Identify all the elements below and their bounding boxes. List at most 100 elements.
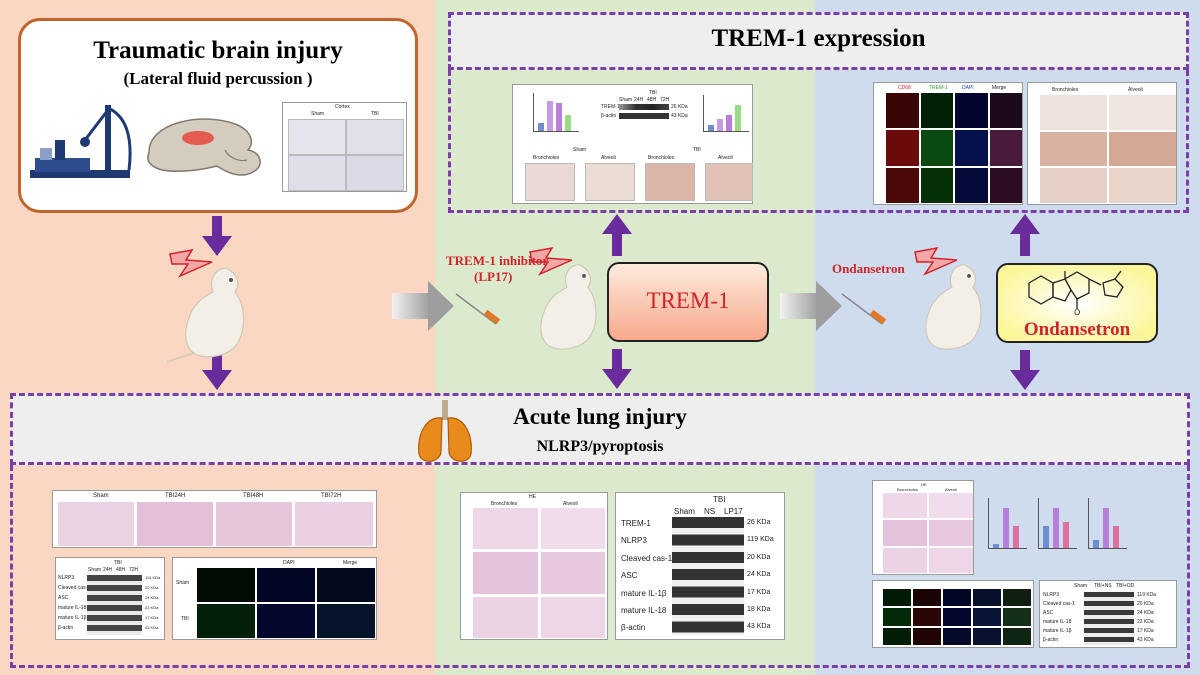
he-tile <box>216 502 292 546</box>
wb-size: 22 KDa <box>145 605 159 610</box>
wb-lane: LP17 <box>724 507 743 516</box>
ali-right-charts <box>982 498 1132 553</box>
lightning-icon <box>914 246 958 276</box>
wb-band: mature IL-18 <box>58 605 87 611</box>
wb-lane-sham: Sham <box>619 97 633 103</box>
he-title: HE <box>921 482 927 487</box>
wb-blot-actin <box>619 113 669 119</box>
if-grid <box>886 93 1022 203</box>
wb-band: β-actin <box>58 625 74 631</box>
he-group: TBI72H <box>321 493 342 499</box>
ali-wb-right: Sham TBI+NS TBI+OD NLRP3 Cleaved cas-1 A… <box>1039 580 1177 648</box>
if-channel-merge: Merge <box>992 85 1007 91</box>
if-channel-dapi: DAPI <box>962 85 974 91</box>
wb-tbi-label: TBI <box>649 90 657 96</box>
ali-subtitle: NLRP3/pyroptosis <box>536 438 664 455</box>
protein-bar-chart <box>703 95 749 132</box>
lung-icon <box>418 400 472 462</box>
wb-lane: NS <box>704 507 716 516</box>
cortex-tile <box>346 119 404 155</box>
if-row: Sham <box>176 580 190 586</box>
if-grid <box>883 589 1031 645</box>
wb-band: Cleaved cas-1 <box>58 585 90 591</box>
wb-lane: 48H <box>116 567 126 573</box>
trem1-label: TREM-1 <box>646 288 730 313</box>
arrow-right-icon <box>392 281 454 331</box>
ihc-region: Alveoli <box>718 155 733 161</box>
wb-size: 17 KDa <box>145 615 159 620</box>
trem-panel-ihc: Bronchioles Alveoli <box>1027 82 1177 205</box>
wb-lane: 24H <box>103 567 113 573</box>
wb-size: 17 KDa <box>747 589 771 596</box>
ondansetron-label: Ondansetron <box>832 261 905 276</box>
mrna-bar-chart <box>533 93 579 132</box>
ihc-tile <box>585 163 635 201</box>
bar-chart-mini <box>1038 498 1077 549</box>
wb-band: mature IL-1β <box>58 615 87 621</box>
wb-size: 119 KDa <box>747 536 774 543</box>
cortex-panel: Cortex Sham TBI <box>282 102 407 192</box>
wb-lane: TBI+NS <box>1094 583 1112 589</box>
wb-band-bactin: β-actin <box>601 113 617 119</box>
trem-expression-band: TREM-1 expression <box>448 12 1189 70</box>
wb-band-trem1: TREM-1 <box>601 104 620 110</box>
wb-blot <box>1084 592 1134 645</box>
wb-band: β-actin <box>621 623 646 632</box>
if-channel-cd68: CD68 <box>898 85 911 91</box>
arrow-up-icon <box>602 214 632 256</box>
wb-lane: TBI+OD <box>1116 583 1135 589</box>
bar-chart-mini <box>988 498 1027 549</box>
wb-band: ASC <box>621 571 638 580</box>
wb-blot <box>87 575 142 635</box>
arrow-down-icon <box>1010 350 1040 390</box>
cortex-title: Cortex <box>335 104 350 110</box>
cortex-tile <box>288 155 346 191</box>
ali-frame <box>10 465 1190 668</box>
wb-band: mature IL-18 <box>1043 619 1072 625</box>
he-title: HE <box>529 494 536 500</box>
he-group: TBI24H <box>165 493 186 499</box>
rat-icon <box>925 263 982 350</box>
he-grid <box>883 493 973 573</box>
he-region: Bronchioles <box>491 501 518 507</box>
syringe-icon <box>455 293 501 325</box>
he-group: TBI48H <box>243 493 264 499</box>
ihc-grid <box>1040 95 1176 203</box>
wb-size: 22 KDa <box>1137 619 1154 625</box>
wb-band: Cleaved cas-1 <box>621 554 673 563</box>
trem1-box: TREM-1 <box>607 262 769 342</box>
wb-band: ASC <box>58 595 69 601</box>
he-tile <box>137 502 213 546</box>
wb-lane-72h: 72H <box>660 97 670 103</box>
ali-he-right: HE Bronchioles Alveoli <box>872 480 974 575</box>
cortex-col-sham: Sham <box>311 111 325 117</box>
wb-lane-48h: 48H <box>647 97 657 103</box>
inhibitor-label: TREM-1 inhibitor <box>446 253 549 268</box>
lightning-icon <box>529 246 573 276</box>
ihc-region: Bronchioles <box>648 155 675 161</box>
he-group: Sham <box>93 493 109 499</box>
tbi-subtitle: (Lateral fluid percussion ) <box>123 69 313 88</box>
wb-size: 18 KDa <box>747 606 771 613</box>
ali-wb-mid: TBI Sham NS LP17 TREM-1 NLRP3 Cleaved ca… <box>615 492 785 640</box>
if-grid <box>197 568 375 638</box>
wb-lane-24h: 24H <box>634 97 644 103</box>
lfp-device-icon <box>30 105 132 178</box>
he-region: Alveoli <box>945 487 957 492</box>
wb-size: 24 KDa <box>145 595 159 600</box>
ali-title: Acute lung injury <box>513 404 687 429</box>
wb-lane: Sham <box>88 567 102 573</box>
wb-size: 119 KDa <box>145 575 161 580</box>
cortex-tile <box>288 119 346 155</box>
arrow-down-icon <box>202 216 232 256</box>
ali-if-left: DAPI Merge Sham TBI <box>172 557 377 640</box>
ihc-group-tbi: TBI <box>693 147 701 153</box>
he-tile <box>58 502 134 546</box>
if-channel: Merge <box>343 560 358 566</box>
cortex-tile <box>346 155 404 191</box>
if-channel: DAPI <box>283 560 295 566</box>
ihc-tile <box>705 163 753 201</box>
wb-lane: Sham <box>1074 583 1088 589</box>
ihc-group-sham: Sham <box>573 147 587 153</box>
wb-band: mature IL-1β <box>1043 628 1072 634</box>
